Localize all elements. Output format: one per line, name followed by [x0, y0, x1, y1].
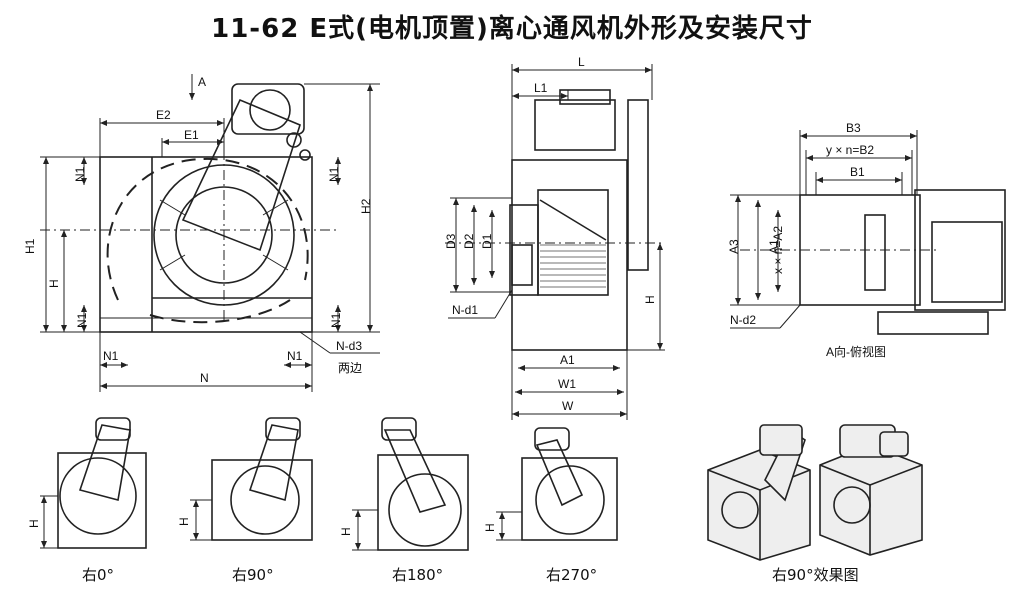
dim-e2: E2: [156, 108, 171, 122]
dim-d1: D1: [480, 233, 494, 249]
dim-side-h: H: [643, 295, 657, 304]
rot90-caption: 右90°: [232, 566, 274, 584]
dim-b1: B1: [850, 165, 865, 179]
dim-l: L: [578, 55, 585, 69]
rotation-0: H 右0°: [27, 417, 147, 584]
arrow-a-label: A: [198, 75, 206, 89]
dim-b2: y × n=B2: [826, 143, 874, 157]
rot180-caption: 右180°: [392, 566, 443, 584]
dim-n: N: [200, 371, 209, 385]
dim-a3: A3: [727, 239, 741, 254]
dim-a1-top: A1: [767, 239, 781, 254]
dim-d3: D3: [444, 233, 458, 249]
rot270-h: H: [483, 523, 497, 532]
dim-a2: x × n=A2: [771, 226, 785, 274]
rotation-90: H 右90°: [177, 417, 313, 584]
rot0-h: H: [27, 519, 41, 528]
dim-h: H: [47, 279, 61, 288]
front-housing: [99, 156, 313, 333]
dim-d2: D2: [462, 233, 476, 249]
dim-h2: H2: [359, 198, 373, 214]
dim-h1: H1: [23, 238, 37, 254]
dim-e1: E1: [184, 128, 199, 142]
side-grille: [540, 244, 606, 288]
dim-nd1: N-d1: [452, 303, 478, 317]
side-view: L L1 D3 D2 D1 N-d1 H A1 W1 W: [444, 55, 665, 420]
dim-n1-lt: N1: [73, 166, 87, 182]
rot270-caption: 右270°: [546, 566, 597, 584]
dim-b3: B3: [846, 121, 861, 135]
effect-caption: 右90°效果图: [772, 566, 859, 584]
two-sides-label: 两边: [338, 361, 362, 375]
dim-nd2: N-d2: [730, 313, 756, 327]
effect-view: 右90°效果图: [707, 424, 923, 584]
top-view: B3 y × n=B2 B1 A3 x × n=A2 A1 N-d2 A向-俯视…: [727, 121, 1006, 359]
dim-l1: L1: [534, 81, 548, 95]
dim-w: W: [562, 399, 574, 413]
rotation-270: H 右270°: [483, 427, 618, 584]
dim-nd3: N-d3: [336, 339, 362, 353]
impeller-inner: [175, 186, 273, 284]
volute-dash: [106, 157, 309, 301]
dim-a1-side: A1: [560, 353, 575, 367]
rot90-h: H: [177, 517, 191, 526]
motor-block: [534, 99, 616, 151]
side-housing: [511, 159, 628, 351]
dim-n1-rb: N1: [329, 312, 343, 328]
rot0-caption: 右0°: [82, 566, 114, 584]
dim-n1-rt: N1: [327, 166, 341, 182]
page-title: 11-62 E式(电机顶置)离心通风机外形及安装尺寸: [211, 14, 813, 44]
rotation-180: H 右180°: [339, 417, 469, 584]
dim-n1-br: N1: [287, 349, 303, 363]
top-view-caption: A向-俯视图: [826, 344, 886, 359]
dim-n1-lb: N1: [75, 312, 89, 328]
rot180-h: H: [339, 527, 353, 536]
dim-w1: W1: [558, 377, 576, 391]
front-view: A E2 E1 H1 H N1 N1 N1 N1 H2 N1 N1 N N-d3…: [23, 74, 380, 392]
dim-n1-bl: N1: [103, 349, 119, 363]
